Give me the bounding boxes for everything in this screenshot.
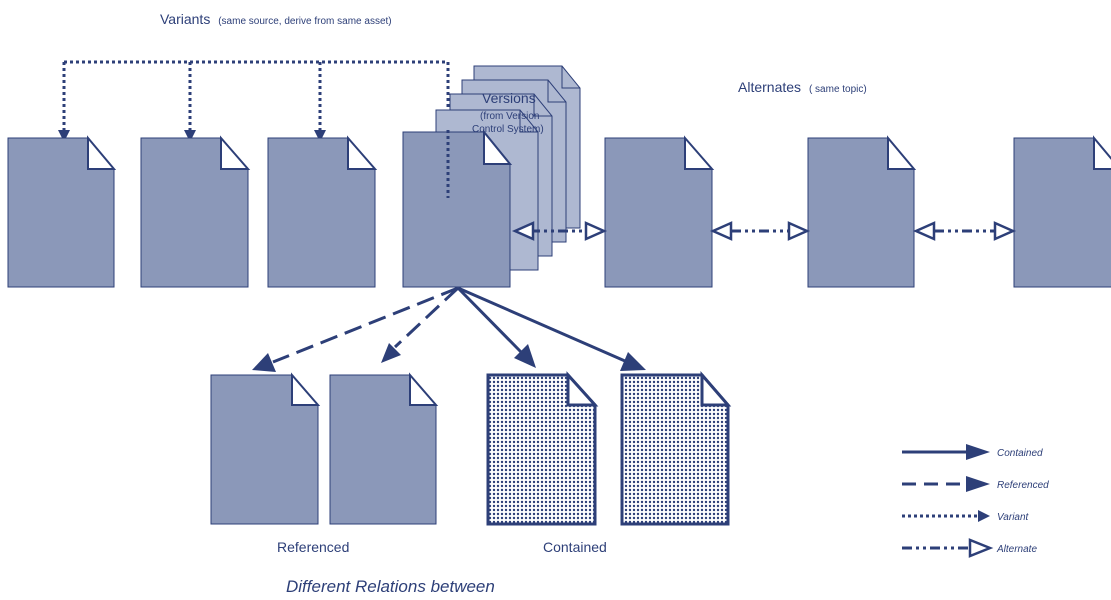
contained-group-label: Contained bbox=[543, 539, 607, 555]
legend-item-referenced: Referenced bbox=[902, 476, 1049, 492]
svg-text:Contained: Contained bbox=[997, 448, 1043, 459]
versions-note-line1: (from Version bbox=[480, 111, 539, 122]
variants-label: Variants (same source, derive from same … bbox=[160, 11, 392, 27]
referenced-documents bbox=[210, 372, 439, 525]
contained-arrows bbox=[456, 286, 646, 371]
top-row-documents bbox=[7, 129, 1111, 288]
referenced-group-label: Referenced bbox=[277, 539, 349, 555]
diagram-caption: Different Relations between bbox=[286, 577, 495, 596]
variant-arrowhead bbox=[184, 130, 196, 142]
variant-arrowheads bbox=[58, 130, 326, 142]
alternate-connector bbox=[709, 221, 811, 241]
alternates-label: Alternates ( same topic) bbox=[738, 79, 867, 95]
alternate-document bbox=[1013, 135, 1111, 288]
svg-text:Alternate: Alternate bbox=[996, 544, 1037, 555]
referenced-document bbox=[210, 372, 321, 525]
variant-arrowhead bbox=[314, 130, 326, 142]
variant-connectors bbox=[62, 60, 450, 198]
contained-document bbox=[620, 370, 732, 526]
alternate-connector bbox=[511, 221, 608, 241]
main-document bbox=[402, 129, 513, 288]
referenced-document bbox=[329, 372, 439, 525]
referenced-arrows bbox=[252, 286, 460, 372]
alternate-connector bbox=[912, 221, 1017, 241]
contained-document bbox=[486, 371, 599, 526]
svg-text:Referenced: Referenced bbox=[997, 480, 1049, 491]
contained-documents bbox=[486, 370, 732, 526]
alternate-document bbox=[604, 135, 715, 288]
variant-arrowhead bbox=[58, 130, 70, 142]
variant-document bbox=[7, 135, 117, 288]
svg-text:Variant: Variant bbox=[997, 512, 1030, 523]
alternate-document bbox=[807, 135, 917, 288]
versions-title: Versions bbox=[482, 90, 536, 106]
versions-note-line2: Control System) bbox=[472, 124, 544, 135]
legend-item-alternate: Alternate bbox=[902, 538, 1037, 558]
legend-item-contained: Contained bbox=[902, 444, 1043, 460]
variant-document bbox=[140, 135, 251, 288]
legend-item-variant: Variant bbox=[902, 510, 1030, 523]
variant-document bbox=[267, 135, 378, 288]
legend: Contained Referenced Variant Alternate bbox=[902, 444, 1049, 558]
